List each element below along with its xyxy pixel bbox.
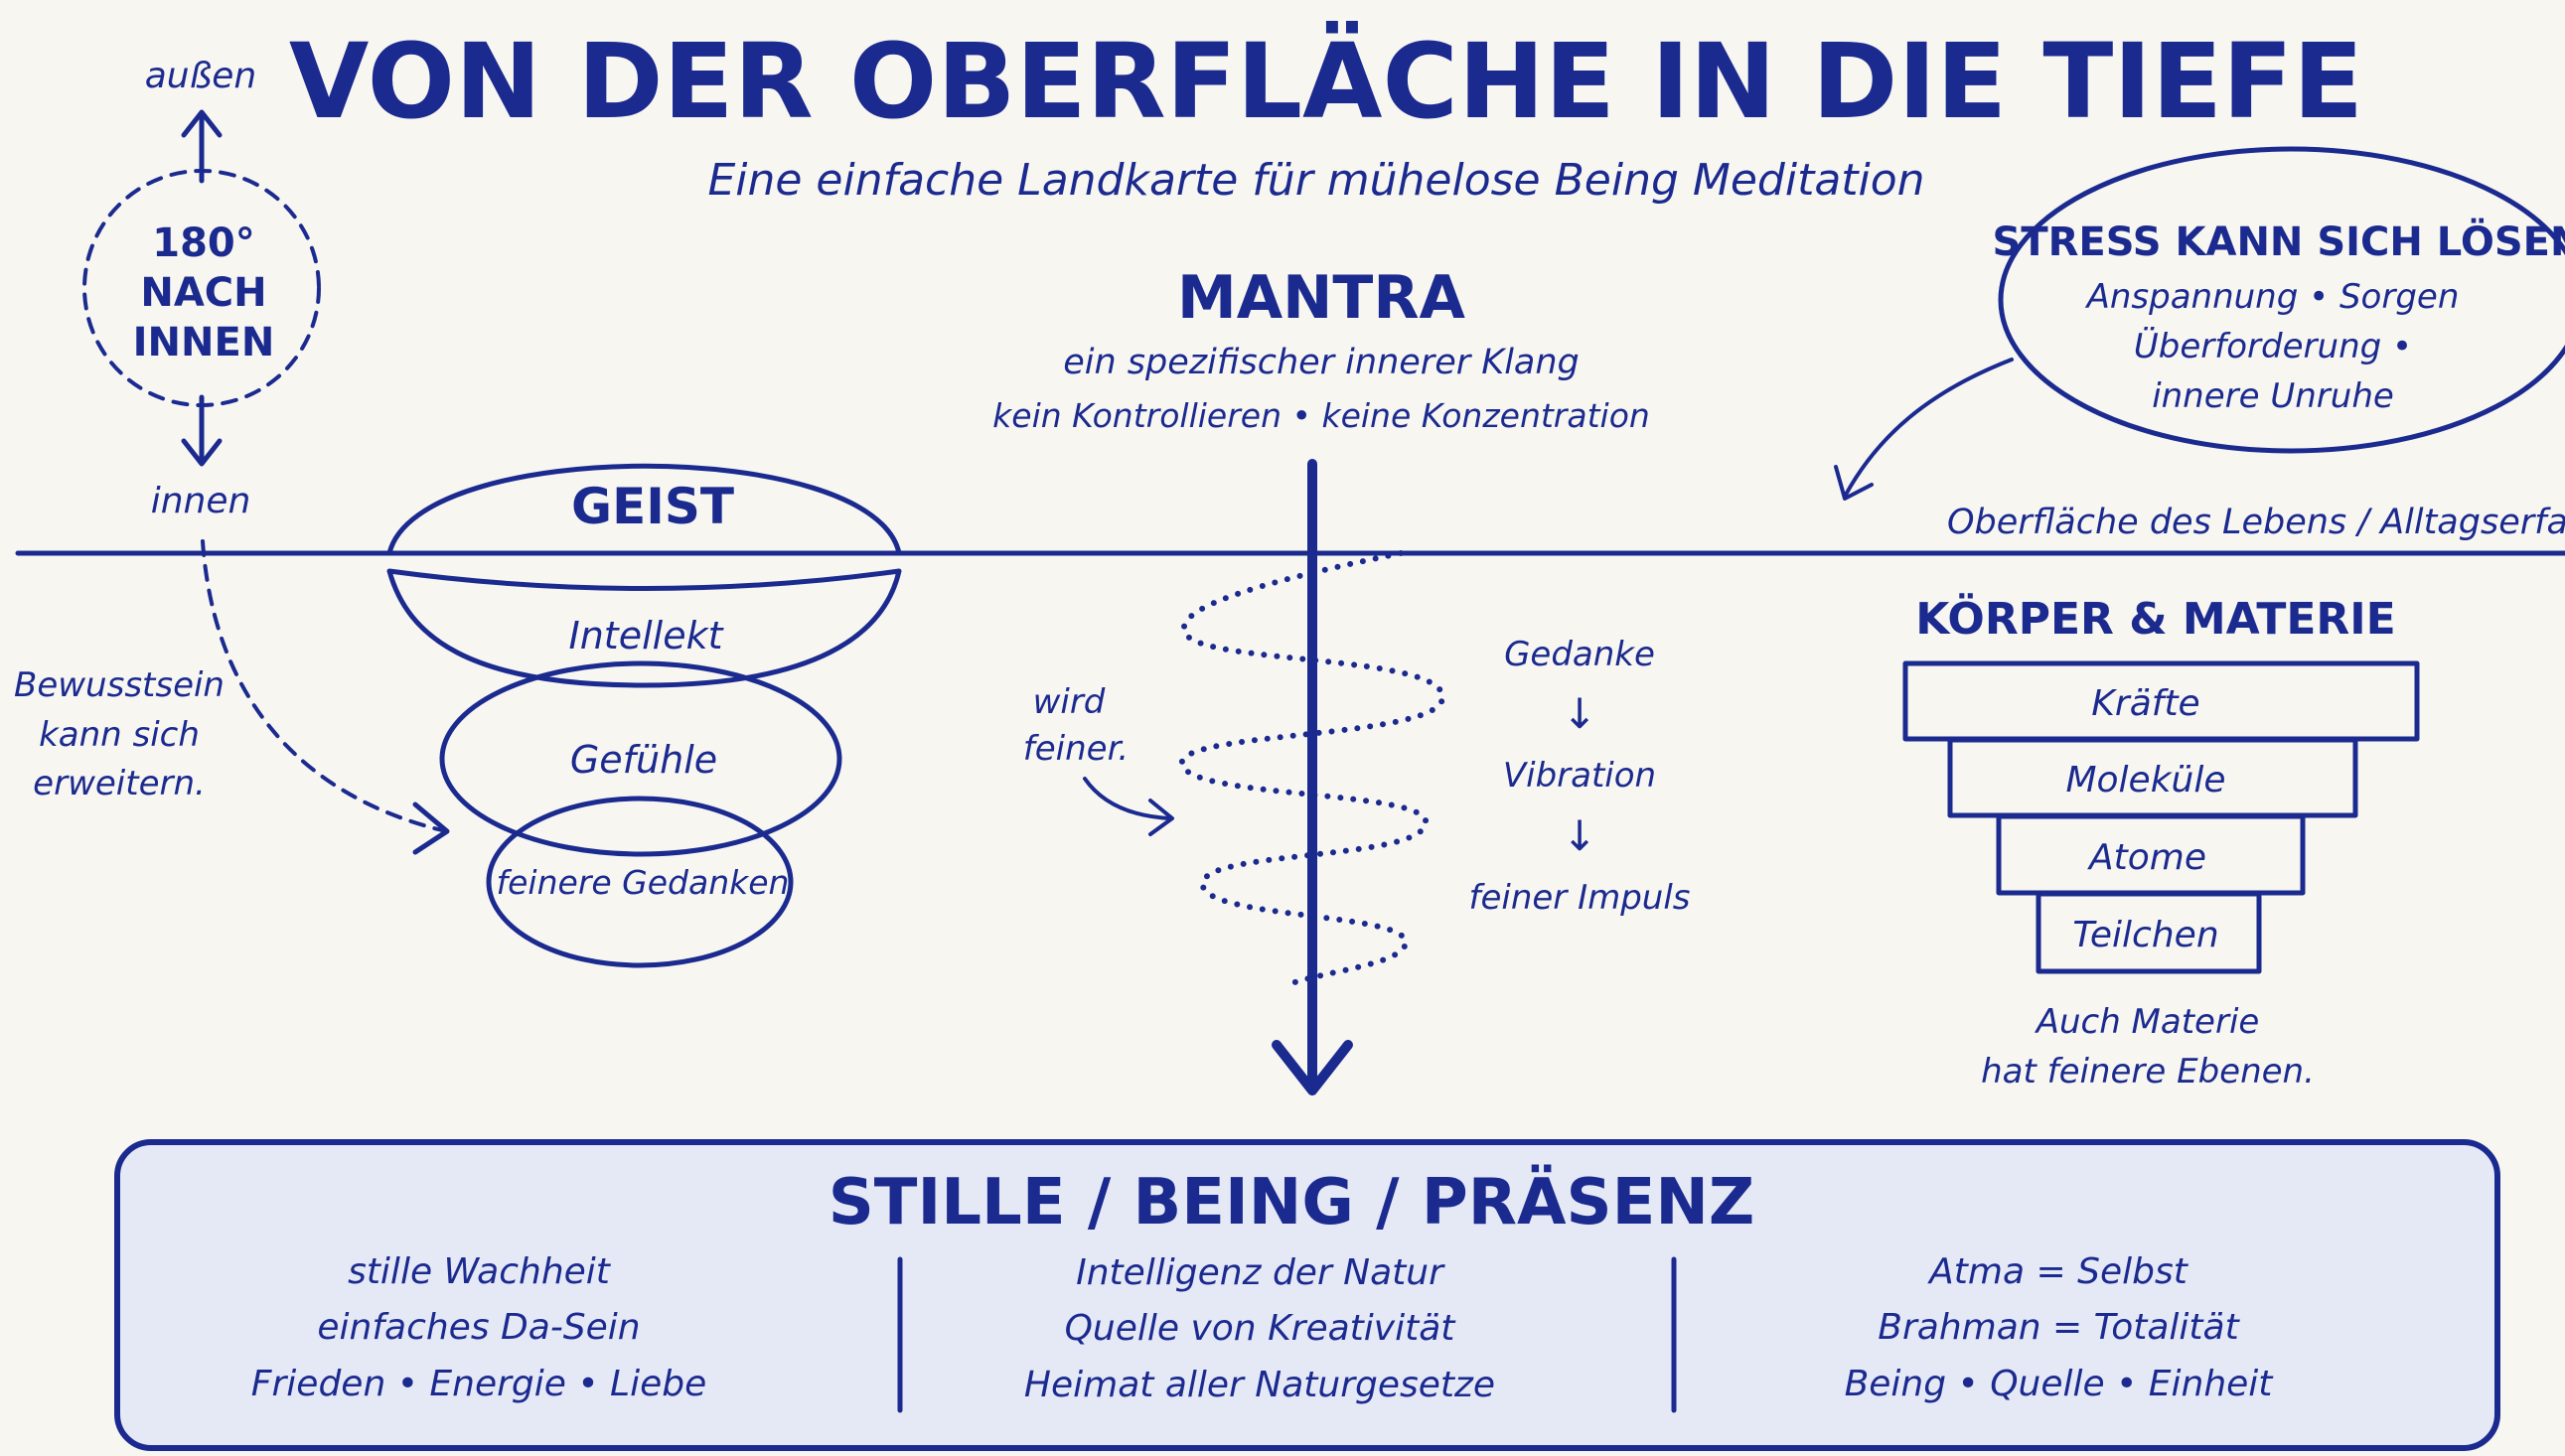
stage-finer-impulse: feiner Impuls (1468, 878, 1690, 918)
stillness-col3-line2: Brahman = Totalität (1878, 1307, 2240, 1348)
body-level-atoms-label: Atome (2087, 837, 2206, 878)
body-level-molecules-label: Moleküle (2065, 760, 2225, 801)
mind-layer-finer-thoughts-label: feinere Gedanken (497, 863, 790, 902)
stillness-col1-line1: stille Wachheit (348, 1251, 612, 1292)
mind-heading: GEIST (571, 478, 734, 535)
expand-dashed-arrow (201, 539, 450, 855)
stress-line-3: innere Unruhe (2152, 376, 2394, 416)
mantra-line-1: ein spezifischer innerer Klang (1063, 343, 1580, 382)
stillness-col3-line3: Being • Quelle • Einheit (1845, 1364, 2275, 1404)
stress-line-1: Anspannung • Sorgen (2085, 277, 2460, 317)
awareness-line-2: kann sich (39, 715, 200, 755)
stage-arrow-1: ↓ (1562, 689, 1596, 738)
outer-label: außen (145, 56, 257, 96)
stillness-col2-line2: Quelle von Kreativität (1065, 1308, 1457, 1349)
stage-arrow-2: ↓ (1562, 811, 1596, 860)
page-title: VON DER OBERFLÄCHE IN DIE TIEFE (289, 21, 2363, 142)
body-heading: KÖRPER & MATERIE (1915, 592, 2395, 645)
stillness-heading: STILLE / BEING / PRÄSENZ (829, 1164, 1755, 1239)
stress-arrow (1834, 358, 2014, 501)
circle-line-degrees: 180° (152, 220, 255, 266)
surface-label: Oberfläche des Lebens / Alltagserfahrung (1947, 503, 2565, 542)
stress-ellipse (1998, 146, 2565, 454)
awareness-line-1: Bewusstsein (14, 665, 225, 705)
stress-heading: STRESS KANN SICH LÖSEN (1993, 218, 2565, 265)
body-level-forces-label: Kräfte (2091, 683, 2199, 724)
stillness-col1-line2: einfaches Da-Sein (317, 1307, 640, 1348)
mind-layer-feelings (439, 660, 842, 857)
page-subtitle: Eine einfache Landkarte für mühelose Bei… (707, 155, 1924, 206)
stress-line-2: Überforderung • (2134, 326, 2412, 366)
body-note-line-2: hat feinere Ebenen. (1981, 1052, 2315, 1092)
stage-thought: Gedanke (1504, 635, 1655, 674)
finer-line-1: wird (1033, 682, 1106, 722)
mind-layer-finer-thoughts (486, 796, 794, 968)
stage-vibration: Vibration (1503, 756, 1656, 796)
awareness-line-3: erweitern. (33, 764, 206, 803)
mantra-line-2: kein Kontrollieren • keine Konzentration (992, 396, 1650, 435)
stillness-col2-line3: Heimat aller Naturgesetze (1024, 1365, 1495, 1405)
body-level-particles (2036, 891, 2262, 974)
mantra-heading: MANTRA (1177, 263, 1465, 333)
body-level-particles-label: Teilchen (2072, 915, 2218, 955)
mind-dome (386, 463, 902, 556)
stillness-box (114, 1139, 2500, 1451)
finer-line-2: feiner. (1023, 729, 1129, 769)
finer-arrow (1083, 777, 1174, 836)
inner-label: innen (151, 481, 251, 521)
body-note-line-1: Auch Materie (2035, 1002, 2260, 1042)
mind-layer-feelings-label: Gefühle (570, 738, 717, 782)
stillness-col3-line1: Atma = Selbst (1927, 1251, 2189, 1292)
stillness-col2-line1: Intelligenz der Natur (1076, 1252, 1445, 1293)
stillness-col1-line3: Frieden • Energie • Liebe (251, 1364, 706, 1404)
mantra-dotted-spiral (1178, 550, 1445, 988)
circle-line-nach: NACH (140, 270, 266, 316)
down-arrow (181, 394, 223, 467)
mind-layer-intellect (386, 568, 902, 688)
circle-line-innen: INNEN (133, 320, 275, 365)
mantra-arrowhead (1272, 1040, 1353, 1095)
mind-layer-intellect-label: Intellekt (569, 614, 725, 657)
